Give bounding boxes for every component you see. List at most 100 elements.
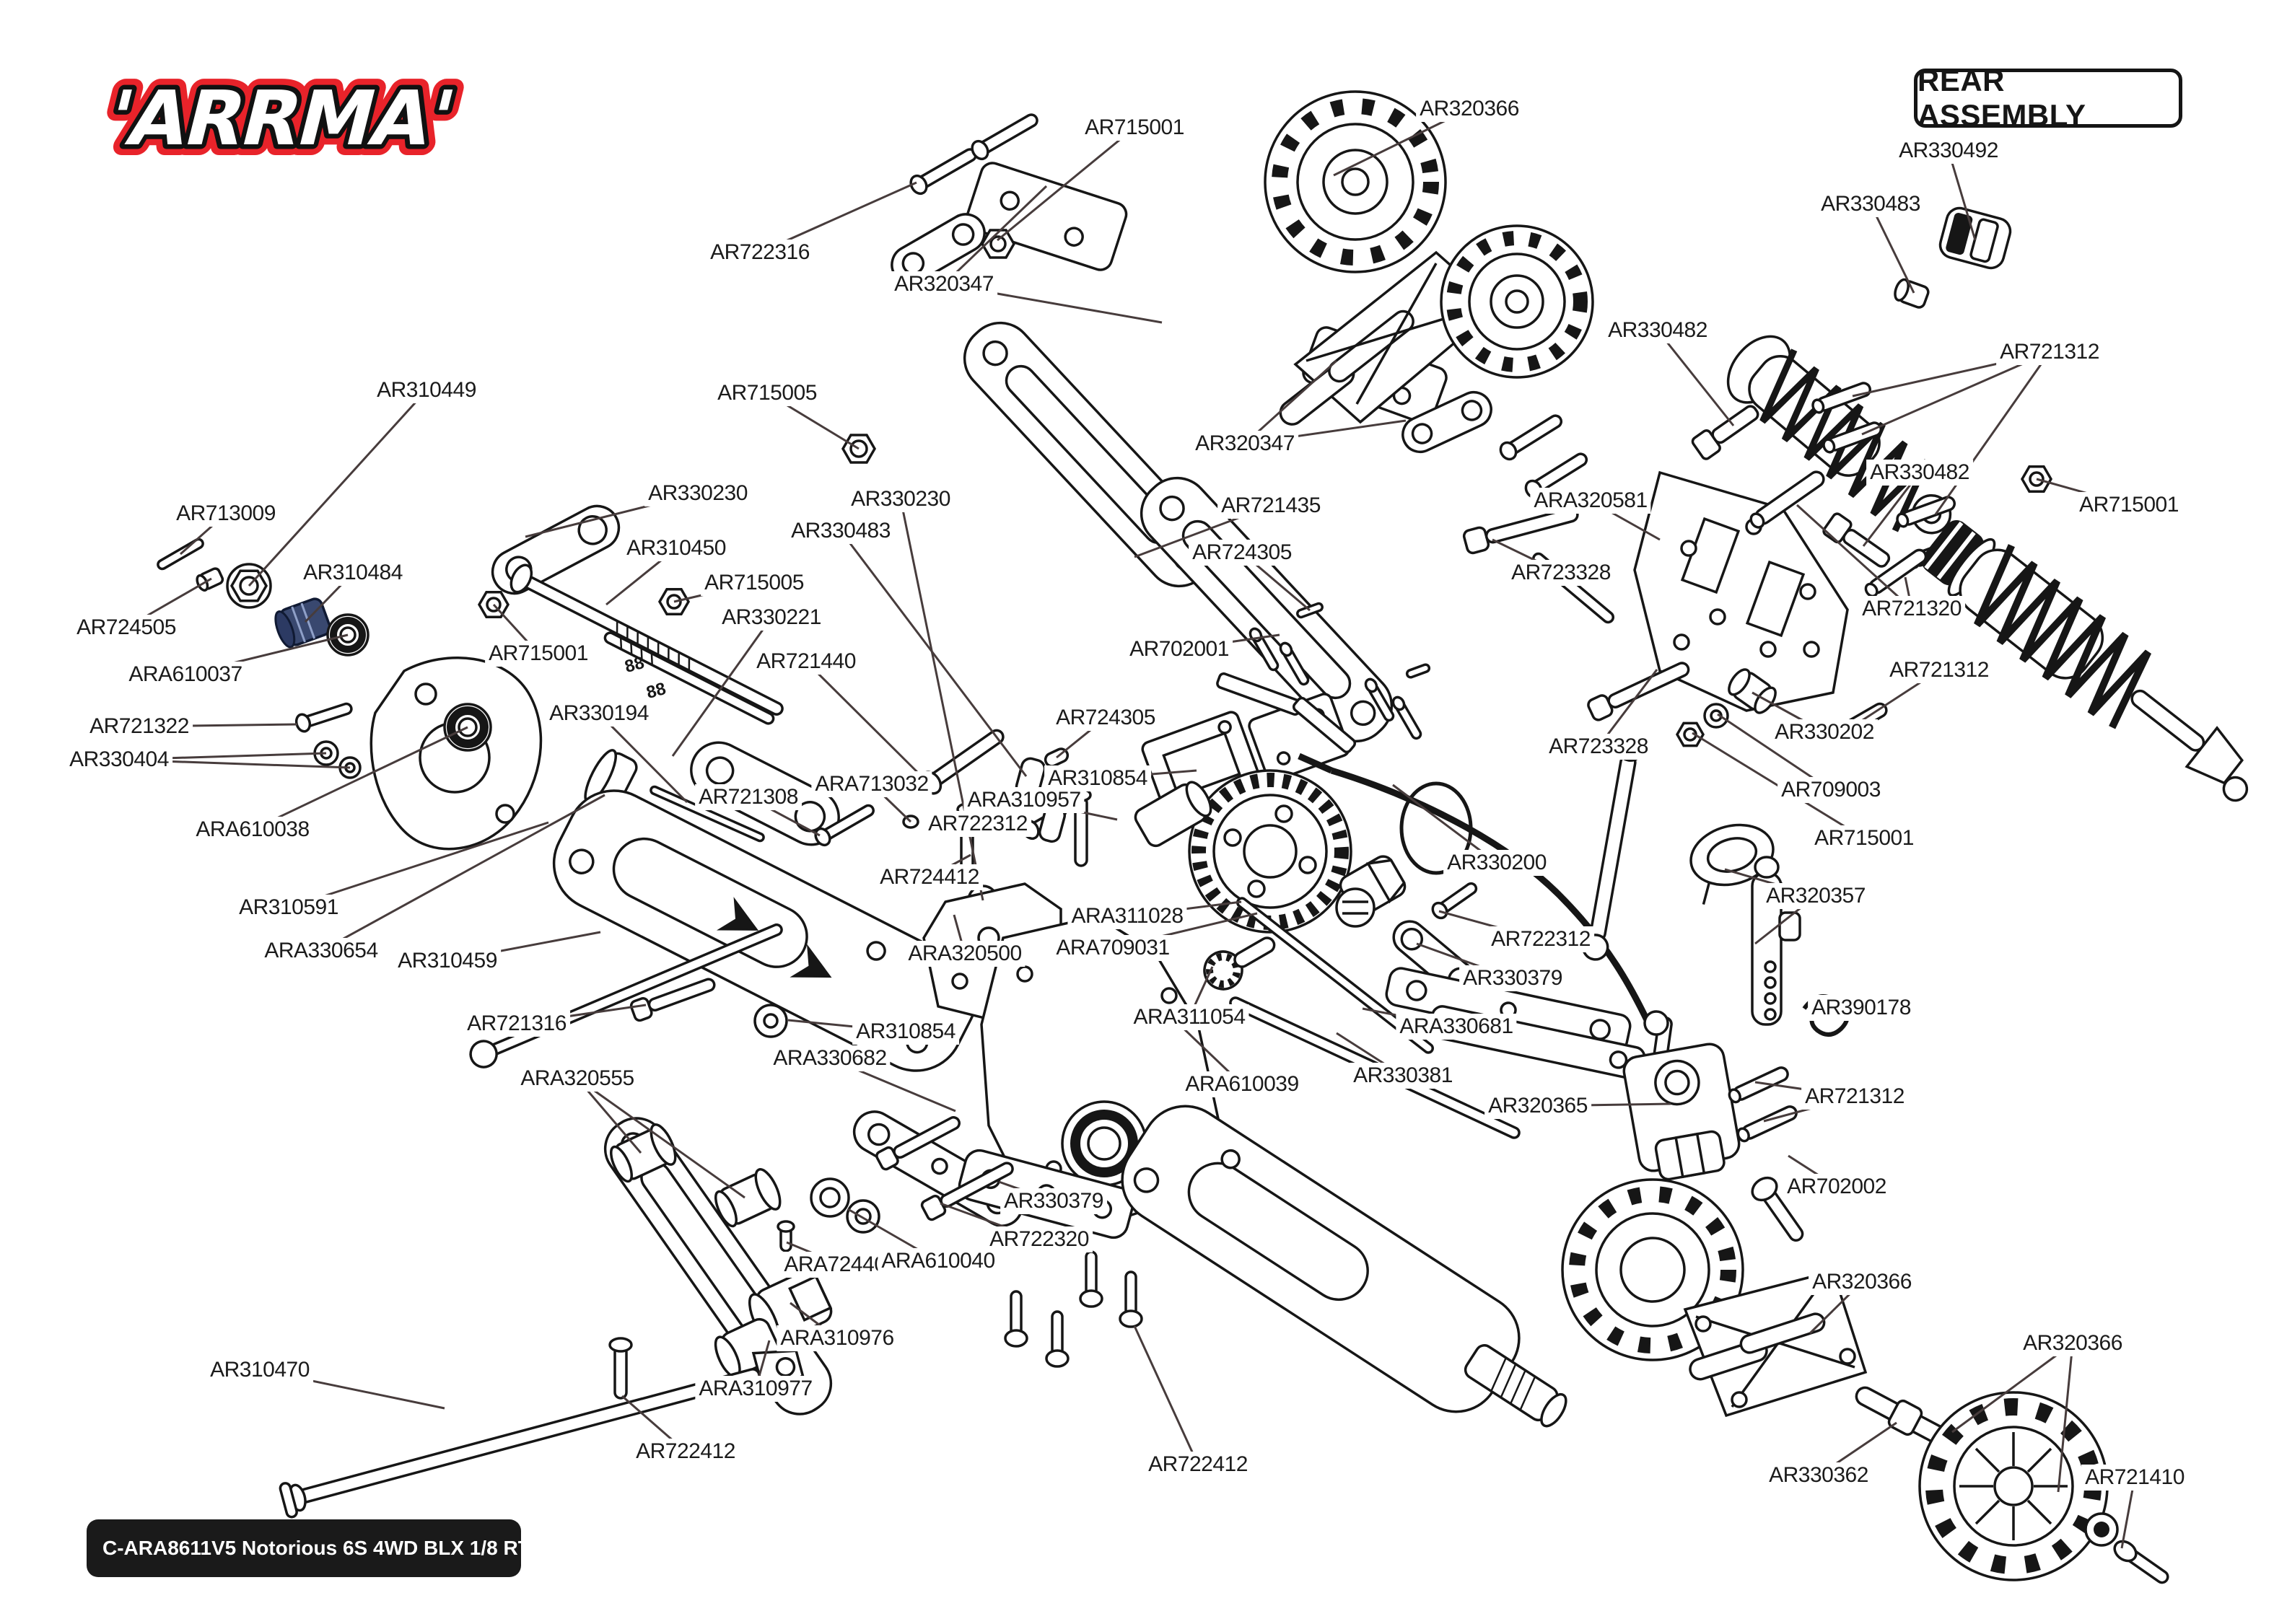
part-label: AR330221 bbox=[718, 605, 825, 631]
differential-illustration bbox=[956, 602, 1473, 1043]
leader-line bbox=[1934, 351, 2051, 515]
model-code: C-ARA8611V5 Notorious 6S 4WD BLX 1/8 RTR bbox=[102, 1537, 546, 1559]
part-label: AR330379 bbox=[1459, 965, 1566, 991]
part-label: ARA330654 bbox=[261, 938, 382, 964]
part-label: AR713009 bbox=[172, 501, 279, 527]
upper-arm-illustration bbox=[469, 789, 978, 1072]
part-label: AR330404 bbox=[66, 747, 172, 773]
part-label: AR310449 bbox=[373, 377, 480, 403]
part-label: AR320347 bbox=[1191, 431, 1298, 457]
part-label: ARA330682 bbox=[769, 1045, 891, 1071]
part-label: AR724305 bbox=[1052, 705, 1159, 731]
part-label: AR721316 bbox=[463, 1011, 570, 1037]
part-label: ARA330681 bbox=[1396, 1014, 1517, 1040]
part-label: AR330379 bbox=[1000, 1188, 1107, 1214]
part-label: AR320366 bbox=[1809, 1269, 1915, 1295]
top-wheelie-bar-illustration bbox=[1264, 90, 1594, 426]
part-label: ARA311028 bbox=[1067, 903, 1187, 929]
logo-fill: 'ARRMA' bbox=[98, 74, 462, 162]
leader-line bbox=[671, 617, 773, 757]
leader-line bbox=[1796, 504, 1913, 610]
part-label: AR330381 bbox=[1350, 1063, 1456, 1089]
part-label: AR721440 bbox=[753, 649, 860, 675]
part-label: AR310591 bbox=[235, 895, 342, 921]
part-label: AR715001 bbox=[485, 641, 592, 667]
bottom-wheelie-bar-illustration bbox=[1561, 1178, 2169, 1584]
part-label: AR722320 bbox=[986, 1226, 1093, 1252]
leader-line bbox=[1869, 203, 1915, 294]
leader-line bbox=[1947, 150, 1977, 241]
leader-line bbox=[1656, 330, 1735, 426]
leader-line bbox=[1861, 351, 2050, 436]
logo-outline-red: 'ARRMA' bbox=[98, 74, 462, 162]
leader-line bbox=[839, 530, 1028, 777]
part-label: AR724505 bbox=[73, 615, 180, 641]
part-label: AR723328 bbox=[1545, 734, 1652, 760]
leader-line bbox=[248, 389, 428, 587]
part-label: AR721320 bbox=[1858, 596, 1965, 622]
part-label: ARA610039 bbox=[1181, 1071, 1303, 1097]
arrma-logo: 'ARRMA' 'ARRMA' 'ARRMA' bbox=[87, 63, 473, 172]
leader-line bbox=[943, 185, 1048, 286]
part-label: AR724305 bbox=[1189, 540, 1295, 566]
part-label: AR330200 bbox=[1443, 850, 1550, 876]
part-label: AR724412 bbox=[876, 864, 983, 890]
part-label: AR721312 bbox=[1886, 657, 1993, 683]
lower-arm-illustration bbox=[1121, 1105, 1567, 1428]
part-label: AR330482 bbox=[1866, 460, 1973, 486]
part-label: AR310450 bbox=[623, 535, 730, 561]
part-label: AR721435 bbox=[1217, 493, 1324, 519]
part-label: AR390178 bbox=[1808, 995, 1915, 1021]
part-label: AR722312 bbox=[1487, 926, 1594, 952]
part-label: AR330483 bbox=[1817, 191, 1924, 217]
part-label: AR722316 bbox=[707, 240, 813, 265]
part-label: AR330492 bbox=[1895, 138, 2002, 164]
leader-line bbox=[1243, 359, 1338, 445]
footer-box: C-ARA8611V5 Notorious 6S 4WD BLX 1/8 RTR bbox=[87, 1519, 545, 1577]
part-label: ARA320581 bbox=[1530, 488, 1651, 514]
leader-line bbox=[288, 821, 549, 909]
part-label: AR721312 bbox=[1996, 339, 2103, 365]
part-label: ARA310976 bbox=[777, 1325, 898, 1351]
part-label: AR715001 bbox=[1811, 825, 1917, 851]
part-label: AR721410 bbox=[2081, 1465, 2188, 1491]
part-label: AR709003 bbox=[1777, 777, 1884, 803]
part-label: AR722312 bbox=[924, 811, 1031, 837]
leader-line bbox=[2057, 1343, 2074, 1493]
part-label: AR320347 bbox=[891, 271, 997, 297]
part-label: ARA610038 bbox=[192, 817, 313, 843]
leader-line bbox=[577, 1077, 745, 1199]
gearbox-illustration bbox=[852, 882, 1221, 1368]
leader-line bbox=[1133, 1325, 1199, 1465]
left-lower-hardware-illustration bbox=[603, 1116, 1014, 1415]
part-label: AR330202 bbox=[1771, 719, 1878, 745]
part-label: AR310484 bbox=[299, 560, 406, 586]
part-label: ARA320500 bbox=[904, 941, 1026, 967]
part-label: AR715001 bbox=[1081, 115, 1188, 141]
part-label: ARA713032 bbox=[811, 771, 932, 797]
part-label: AR715005 bbox=[701, 570, 808, 596]
part-label: AR330230 bbox=[847, 486, 954, 512]
part-label: AR310459 bbox=[394, 948, 501, 974]
part-label: AR723328 bbox=[1508, 560, 1614, 586]
part-label: AR320357 bbox=[1762, 883, 1869, 909]
leader-line bbox=[598, 712, 688, 804]
page-title: REAR ASSEMBLY bbox=[1917, 63, 2086, 132]
leader-line bbox=[252, 726, 468, 831]
title-box: REAR ASSEMBLY bbox=[1914, 63, 2182, 132]
part-label: AR715005 bbox=[714, 380, 821, 406]
part-label: ARA311054 bbox=[1129, 1004, 1249, 1030]
logo-outline-black: 'ARRMA' bbox=[98, 74, 462, 162]
part-label: ARA310957 bbox=[963, 787, 1085, 813]
part-label: AR310854 bbox=[852, 1019, 959, 1045]
part-label: ARA320555 bbox=[517, 1066, 638, 1092]
leader-line bbox=[1951, 1342, 2073, 1434]
part-label: AR721308 bbox=[695, 784, 802, 810]
part-label: AR330194 bbox=[546, 701, 652, 727]
part-label: AR702002 bbox=[1783, 1174, 1890, 1200]
part-label: AR722412 bbox=[632, 1439, 739, 1465]
part-label: AR320365 bbox=[1484, 1093, 1591, 1119]
part-label: AR330362 bbox=[1765, 1462, 1872, 1488]
part-label: ARA610040 bbox=[878, 1248, 999, 1274]
